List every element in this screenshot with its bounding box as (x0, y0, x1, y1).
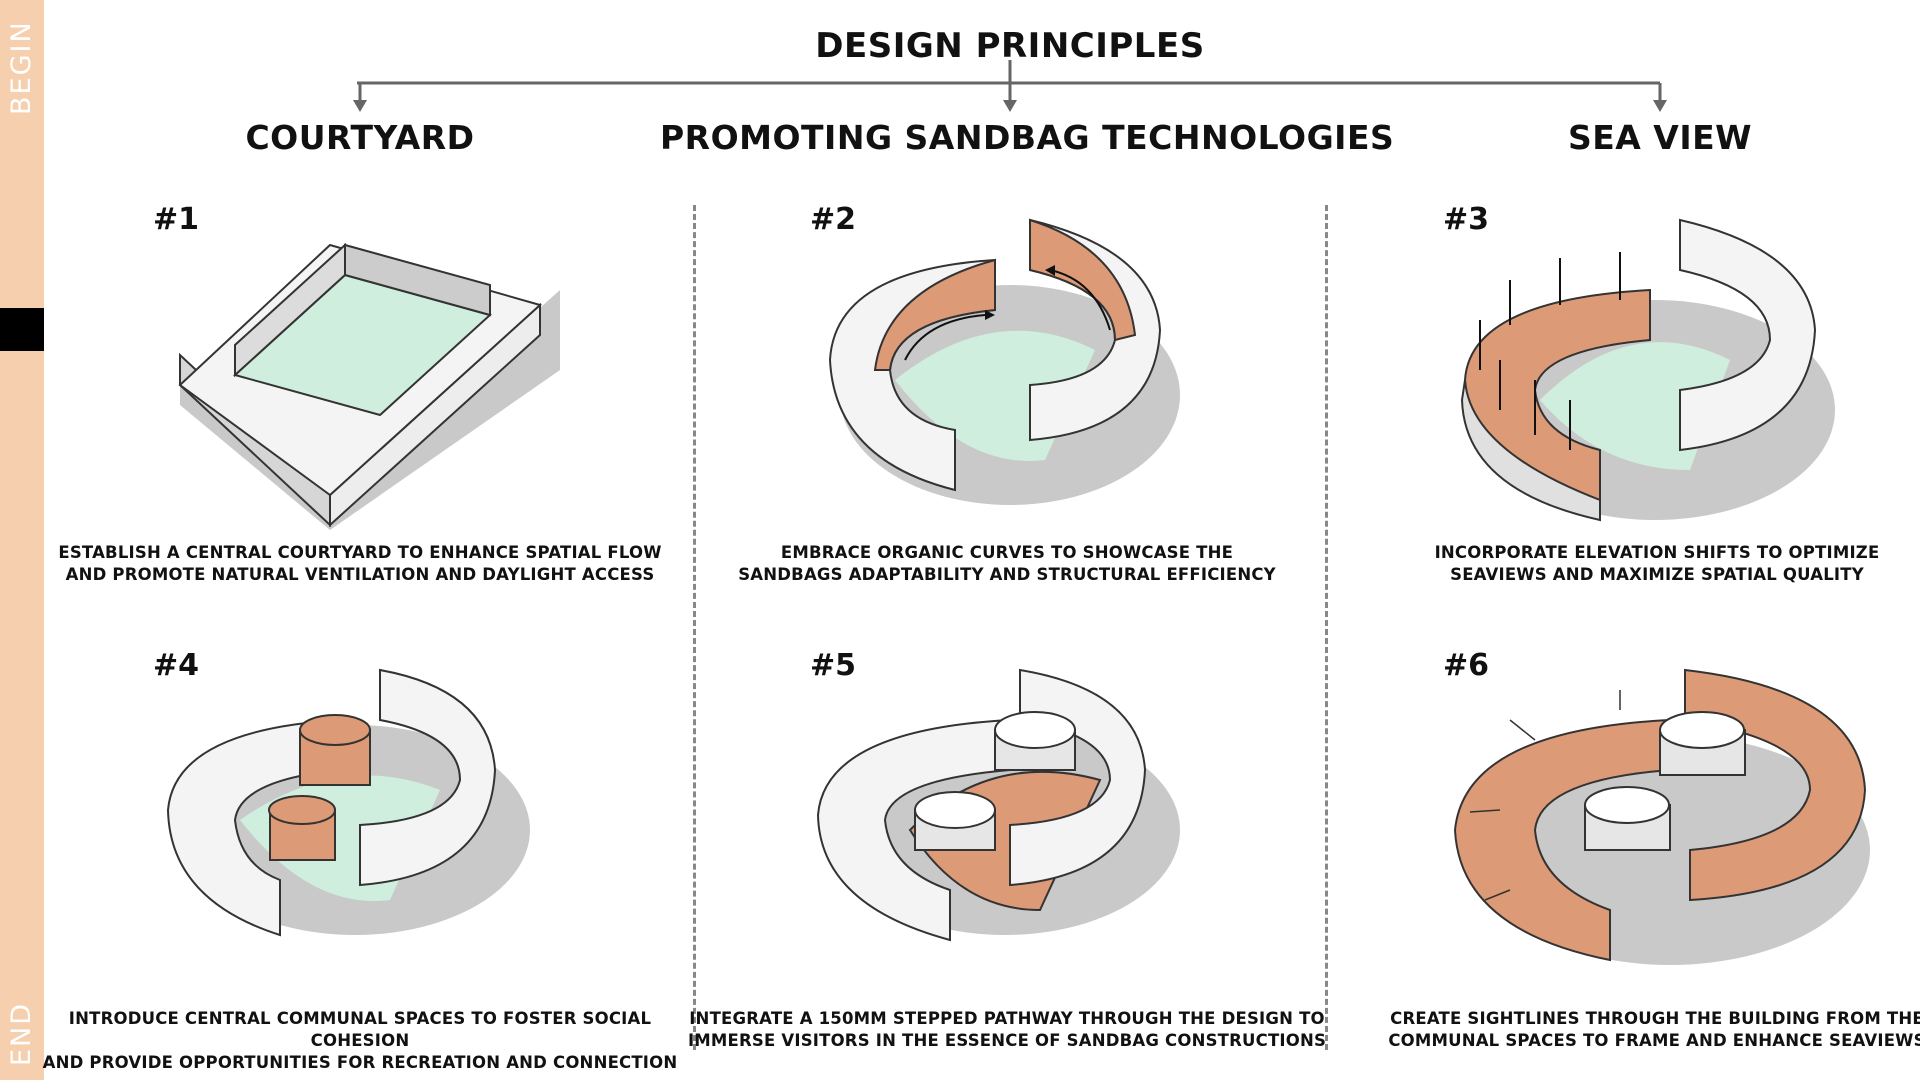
stepped-pathway-diagram (810, 660, 1200, 960)
arrow-down-icon (353, 100, 367, 112)
sightlines-diagram (1440, 660, 1880, 980)
column-divider (693, 205, 696, 1050)
principle-caption: INTEGRATE A 150MM STEPPED PATHWAY THROUG… (687, 1008, 1327, 1052)
courtyard-box-diagram (150, 205, 570, 535)
arrow-down-icon (1003, 100, 1017, 112)
category-sea-view: SEA VIEW (1310, 118, 1920, 157)
communal-spaces-diagram (160, 660, 550, 960)
principle-caption: ESTABLISH A CENTRAL COURTYARD TO ENHANCE… (40, 542, 680, 586)
elevation-shifts-diagram (1450, 210, 1850, 530)
arrow-down-icon (1653, 100, 1667, 112)
column-divider (1325, 205, 1328, 1050)
organic-curves-diagram (815, 210, 1195, 520)
principle-caption: CREATE SIGHTLINES THROUGH THE BUILDING F… (1337, 1008, 1920, 1052)
category-courtyard: COURTYARD (10, 118, 710, 157)
principle-caption: INTRODUCE CENTRAL COMMUNAL SPACES TO FOS… (40, 1008, 680, 1074)
diagram-title: DESIGN PRINCIPLES (690, 26, 1330, 66)
principle-caption: INCORPORATE ELEVATION SHIFTS TO OPTIMIZE… (1337, 542, 1920, 586)
category-sandbag-technologies: PROMOTING SANDBAG TECHNOLOGIES (660, 118, 1360, 157)
